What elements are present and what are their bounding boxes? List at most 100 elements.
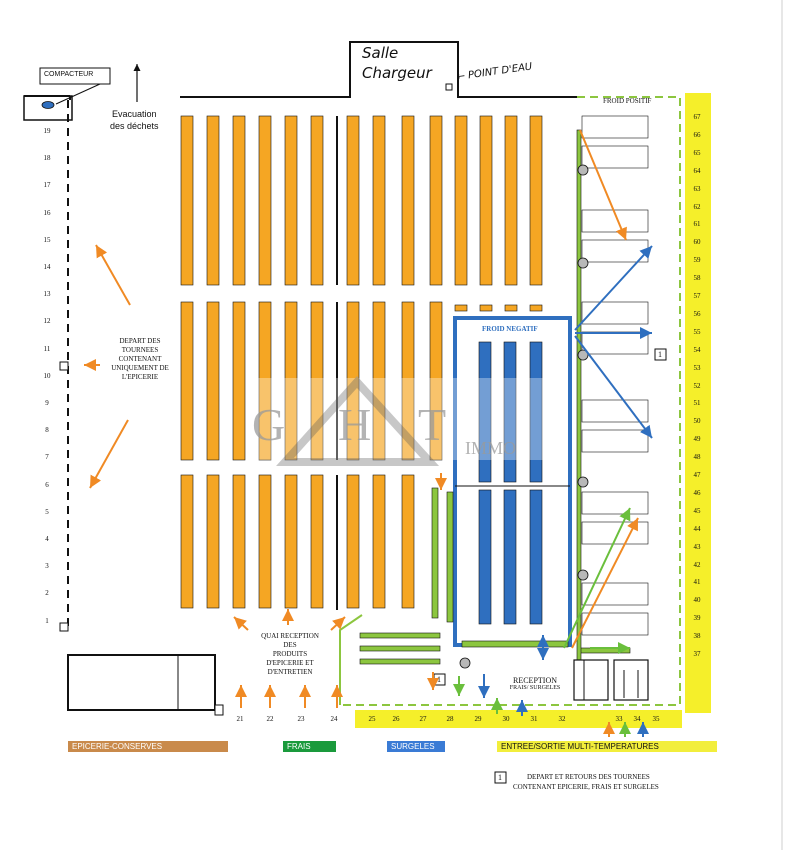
note-line: CONTENANT EPICERIE, FRAIS ET SURGELES bbox=[513, 783, 659, 791]
watermark-g: G bbox=[252, 399, 286, 450]
door-number: 49 bbox=[693, 435, 701, 444]
door-number: 44 bbox=[693, 524, 701, 533]
quai-line: PRODUITS bbox=[272, 650, 308, 658]
door-number: 59 bbox=[693, 256, 701, 265]
froid-positif-racks bbox=[581, 115, 649, 636]
froid-positif-rack bbox=[581, 115, 649, 139]
door-number: 67 bbox=[693, 113, 701, 121]
door-number: 37 bbox=[693, 650, 701, 658]
surgeles-rack bbox=[478, 341, 492, 483]
door-number: 56 bbox=[693, 309, 701, 318]
door-number: 29 bbox=[474, 715, 482, 723]
door-number: 2 bbox=[45, 589, 49, 598]
epicerie-rack bbox=[206, 301, 220, 461]
door-number: 42 bbox=[693, 560, 701, 569]
quai-reception-label: QUAI RECEPTION DES PRODUITS D'EPICERIE E… bbox=[245, 632, 335, 677]
surgeles-rack bbox=[503, 341, 517, 483]
door-number: 18 bbox=[43, 154, 51, 163]
door-number: 21 bbox=[236, 715, 244, 723]
epicerie-rack bbox=[401, 115, 415, 286]
epicerie-rack bbox=[284, 474, 298, 609]
door-number: 13 bbox=[43, 290, 51, 299]
door-number: 34 bbox=[633, 715, 641, 723]
door-number: 45 bbox=[693, 506, 701, 515]
door-number: 10 bbox=[43, 371, 51, 380]
epicerie-rack bbox=[372, 115, 386, 286]
froid-positif-rack bbox=[581, 145, 649, 169]
door-number: 52 bbox=[693, 381, 701, 390]
epicerie-rack bbox=[232, 115, 246, 286]
compactor-icon bbox=[41, 101, 55, 109]
door-number: 50 bbox=[693, 417, 701, 426]
epicerie-rack bbox=[232, 474, 246, 609]
door-number: 43 bbox=[693, 542, 701, 551]
legend-item: FRAIS bbox=[283, 741, 336, 752]
depart-line: TOURNEES bbox=[121, 346, 159, 354]
epicerie-racks bbox=[180, 115, 543, 609]
quai-line: DES bbox=[283, 641, 297, 649]
epicerie-rack bbox=[429, 301, 443, 461]
door-number: 32 bbox=[558, 715, 566, 723]
door-number: 9 bbox=[45, 399, 49, 407]
note-line: DEPART ET RETOURS DES TOURNEES bbox=[527, 773, 650, 781]
epicerie-rack bbox=[206, 474, 220, 609]
depart-line: CONTENANT bbox=[118, 355, 162, 363]
salle-chargeur-line1: Salle bbox=[362, 44, 399, 62]
surgeles-racks bbox=[478, 341, 543, 625]
bottom-door-band bbox=[355, 710, 682, 728]
epicerie-rack bbox=[180, 301, 194, 461]
epicerie-rack bbox=[180, 474, 194, 609]
epicerie-rack bbox=[232, 301, 246, 461]
surgeles-rack bbox=[529, 489, 543, 625]
door-number: 5 bbox=[45, 507, 49, 516]
quai-line: D'ENTRETIEN bbox=[267, 668, 313, 676]
epicerie-rack bbox=[206, 115, 220, 286]
door-number: 41 bbox=[693, 578, 701, 587]
door-number: 16 bbox=[43, 208, 51, 217]
froid-positif-label: FROID POSITIF bbox=[603, 97, 652, 105]
epicerie-rack bbox=[429, 115, 443, 286]
door-number: 6 bbox=[45, 480, 49, 489]
epicerie-rack bbox=[258, 115, 272, 286]
salle-chargeur-line2: Chargeur bbox=[362, 64, 432, 82]
door-number: 33 bbox=[615, 715, 623, 723]
door-number: 66 bbox=[693, 130, 701, 139]
quai-line: QUAI RECEPTION bbox=[261, 632, 319, 640]
door-number: 40 bbox=[693, 596, 701, 605]
froid-positif-rack bbox=[581, 209, 649, 233]
door-number: 62 bbox=[693, 202, 701, 211]
door-number: 4 bbox=[45, 535, 49, 543]
frais-dashed-boundary bbox=[340, 96, 681, 706]
door-number: 19 bbox=[43, 127, 51, 135]
reception-line: FRAIS/ SURGELES bbox=[509, 685, 561, 691]
froid-positif-rack bbox=[581, 301, 649, 325]
froid-negatif-label: FROID NEGATIF bbox=[482, 325, 538, 333]
box-one-legend: 1 bbox=[498, 773, 502, 782]
door-number: 38 bbox=[693, 632, 701, 641]
right-door-column bbox=[685, 93, 711, 713]
door-number: 25 bbox=[368, 715, 376, 723]
watermark-logo bbox=[248, 376, 548, 466]
froid-positif-rack bbox=[581, 239, 649, 263]
epicerie-rack bbox=[284, 115, 298, 286]
legend-note: DEPART ET RETOURS DES TOURNEES CONTENANT… bbox=[513, 772, 659, 792]
epicerie-rack bbox=[258, 301, 272, 461]
door-number: 22 bbox=[266, 715, 274, 723]
legend-item: ENTREE/SORTIE MULTI-TEMPERATURES bbox=[497, 741, 717, 752]
compacteur-label: COMPACTEUR bbox=[44, 71, 94, 78]
door-number: 3 bbox=[45, 562, 49, 571]
epicerie-rack bbox=[479, 115, 493, 286]
door-number: 58 bbox=[693, 274, 701, 283]
door-number: 27 bbox=[419, 715, 427, 723]
epicerie-rack bbox=[258, 474, 272, 609]
froid-positif-rack bbox=[581, 491, 649, 515]
froid-positif-rack bbox=[581, 331, 649, 355]
door-number: 15 bbox=[43, 235, 51, 244]
bottom-left-building bbox=[67, 654, 216, 711]
compactor-label-box bbox=[39, 67, 111, 85]
evacuation-line2: des déchets bbox=[110, 121, 159, 131]
watermark-h: H bbox=[338, 399, 372, 450]
legend-item: EPICERIE-CONSERVES bbox=[68, 741, 228, 752]
froid-positif-rack bbox=[581, 582, 649, 606]
